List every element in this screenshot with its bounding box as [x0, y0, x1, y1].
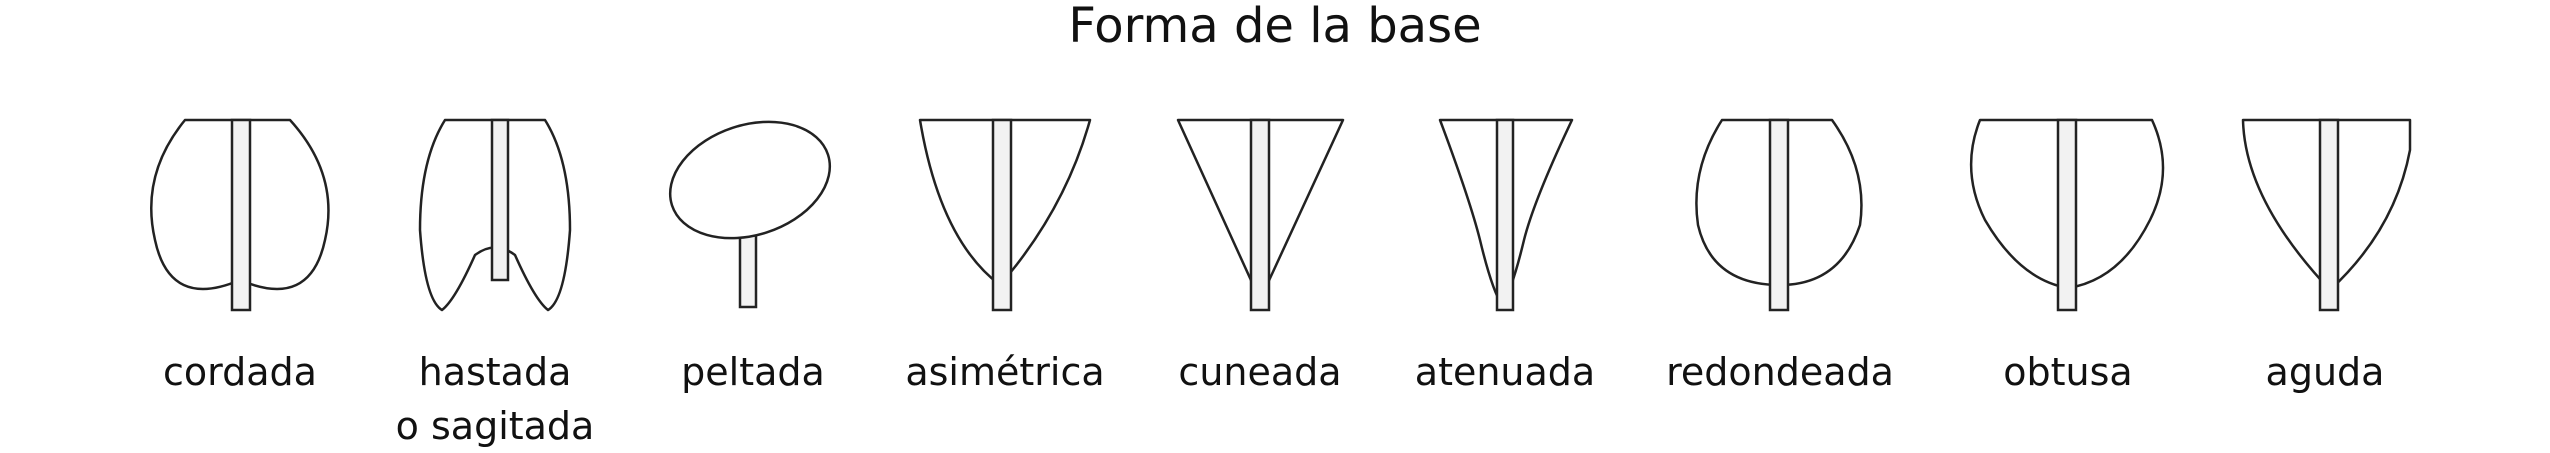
peltate-leaf-base-icon [668, 120, 832, 309]
label-redondeada: redondeada [1666, 350, 1894, 394]
acute-leaf-base-icon [2241, 118, 2412, 312]
attenuate-leaf-base-icon [1438, 118, 1574, 312]
diagram-title: Forma de la base [1068, 0, 1482, 54]
cordate-leaf-base-icon [150, 118, 330, 312]
label-obtusa: obtusa [2003, 350, 2133, 394]
rounded-leaf-base-icon [1695, 118, 1863, 312]
label-asimetrica: asimétrica [905, 350, 1105, 394]
label-aguda: aguda [2265, 350, 2385, 394]
asymmetric-leaf-base-icon [918, 118, 1092, 312]
label-peltada: peltada [681, 350, 825, 394]
label-atenuada: atenuada [1414, 350, 1596, 394]
obtuse-leaf-base-icon [1969, 118, 2165, 312]
label-hastada: hastada o sagitada [395, 350, 595, 448]
hastate-leaf-base-icon [418, 118, 572, 312]
label-cuneada: cuneada [1178, 350, 1342, 394]
label-cordada: cordada [163, 350, 317, 394]
cuneate-leaf-base-icon [1176, 118, 1345, 312]
